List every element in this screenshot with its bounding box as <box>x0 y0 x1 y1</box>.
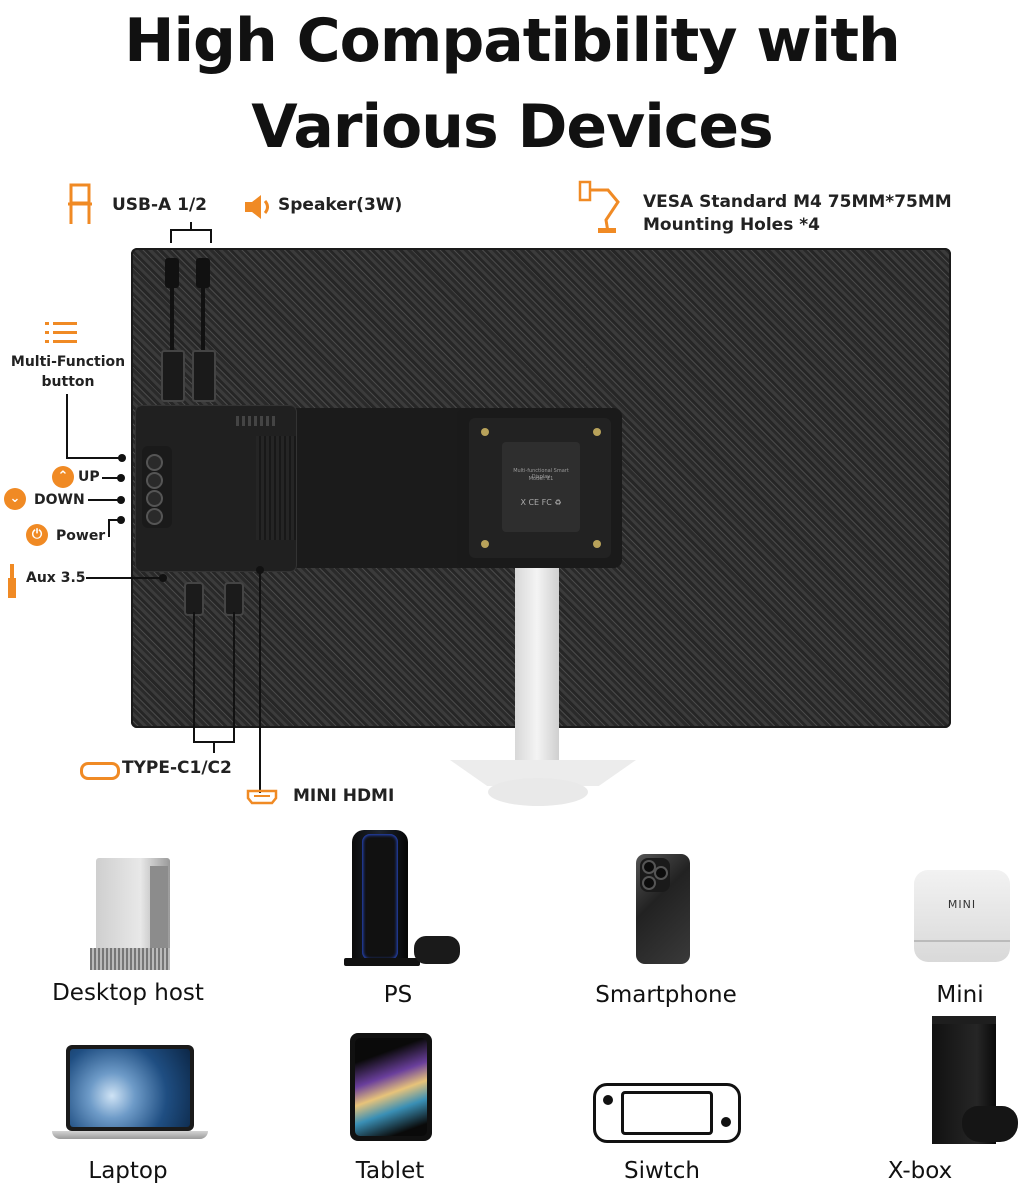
speaker-label: Speaker(3W) <box>278 195 403 215</box>
usb-cable-2 <box>201 288 205 350</box>
typec-stem <box>213 741 215 753</box>
vesa-arm-icon <box>578 180 620 233</box>
desktop-tower-icon <box>90 858 180 970</box>
device-label-xbox: X-box <box>887 1158 953 1184</box>
up-leader <box>102 477 120 479</box>
type-c-label: TYPE-C1/C2 <box>122 758 232 778</box>
usb-bracket-left <box>170 229 172 243</box>
title-line-1: High Compatibility with <box>124 6 901 76</box>
power-label: Power <box>56 528 106 544</box>
device-label-switch: Siwtch <box>623 1158 701 1184</box>
vesa-hole-1 <box>481 428 489 436</box>
usb-a-port-2[interactable] <box>192 350 216 402</box>
up-label: UP <box>78 469 100 485</box>
hdmi-icon <box>246 789 278 805</box>
multi-function-label-1: Multi-Function <box>10 354 126 370</box>
usb-bracket-right <box>210 229 212 243</box>
vesa-label-2: Mounting Holes *4 <box>643 215 820 235</box>
hdmi-dot <box>256 566 264 574</box>
device-label-mini: Mini <box>936 982 984 1008</box>
hdmi-leader <box>259 571 261 793</box>
device-label-ps: PS <box>383 982 413 1008</box>
up-dot <box>117 474 125 482</box>
smartphone-icon <box>636 854 690 964</box>
menu-list-icon <box>45 322 77 343</box>
vesa-label-1: VESA Standard M4 75MM*75MM <box>643 192 952 212</box>
down-button[interactable] <box>146 490 163 507</box>
mini-pc-icon: MINI <box>914 870 1010 962</box>
vesa-hole-4 <box>593 540 601 548</box>
xbox-icon <box>928 1016 1018 1148</box>
usb-bracket-stem <box>190 222 192 230</box>
usb-a-port-1[interactable] <box>161 350 185 402</box>
tablet-icon <box>350 1033 432 1141</box>
usb-bracket <box>170 229 212 231</box>
aux-jack-icon <box>8 564 16 598</box>
power-leader-h <box>108 519 120 521</box>
mini-badge: MINI <box>947 898 977 911</box>
mini-hdmi-label: MINI HDMI <box>293 786 395 806</box>
aux-dot <box>159 574 167 582</box>
up-icon: ⌃ <box>52 466 74 488</box>
page-title: High Compatibility with Various Devices <box>0 0 1024 168</box>
type-c-port-1[interactable] <box>184 582 204 616</box>
aux-label: Aux 3.5 <box>26 570 86 586</box>
vesa-hole-3 <box>481 540 489 548</box>
power-button[interactable] <box>146 508 163 525</box>
device-label-laptop: Laptop <box>88 1158 168 1184</box>
type-c-port-2[interactable] <box>224 582 244 616</box>
down-leader <box>88 499 120 501</box>
menu-button[interactable] <box>146 454 163 471</box>
aux-leader <box>86 577 162 579</box>
device-label-desktop: Desktop host <box>52 980 204 1006</box>
typec-leader-2 <box>233 612 235 742</box>
mount-marks: X CE FC ♻ <box>520 498 562 507</box>
down-dot <box>117 496 125 504</box>
control-module <box>136 406 296 571</box>
title-line-2: Various Devices <box>251 92 773 162</box>
usb-plug-2 <box>196 258 210 288</box>
speaker-icon <box>245 195 269 219</box>
usb-a-label: USB-A 1/2 <box>112 195 208 215</box>
stand-base <box>488 778 588 806</box>
power-icon: ⏻ <box>26 524 48 546</box>
game-console-icon <box>342 830 462 970</box>
typec-leader-1 <box>193 612 195 742</box>
handheld-console-icon <box>593 1083 741 1143</box>
mount-text: Multi-functional Smart Display <box>513 468 569 480</box>
up-button[interactable] <box>146 472 163 489</box>
multi-function-label-2: button <box>41 374 95 390</box>
power-dot <box>117 516 125 524</box>
speaker-grille <box>236 416 276 426</box>
device-label-smartphone: Smartphone <box>595 982 737 1008</box>
type-c-icon <box>80 762 120 780</box>
mf-dot <box>118 454 126 462</box>
power-leader-v2 <box>108 519 110 537</box>
usb-cable-1 <box>170 288 174 350</box>
laptop-icon <box>52 1045 208 1141</box>
device-label-tablet: Tablet <box>355 1158 425 1184</box>
mount-model: Model: E1 <box>528 476 554 482</box>
mf-leader-v <box>66 394 68 458</box>
vesa-hole-2 <box>593 428 601 436</box>
down-label: DOWN <box>34 492 85 508</box>
mf-leader-h <box>66 457 122 459</box>
usb-plug-1 <box>165 258 179 288</box>
down-icon: ⌄ <box>4 488 26 510</box>
usb-chair-icon <box>68 183 92 224</box>
vesa-plate: Multi-functional Smart Display Model: E1… <box>457 408 622 568</box>
